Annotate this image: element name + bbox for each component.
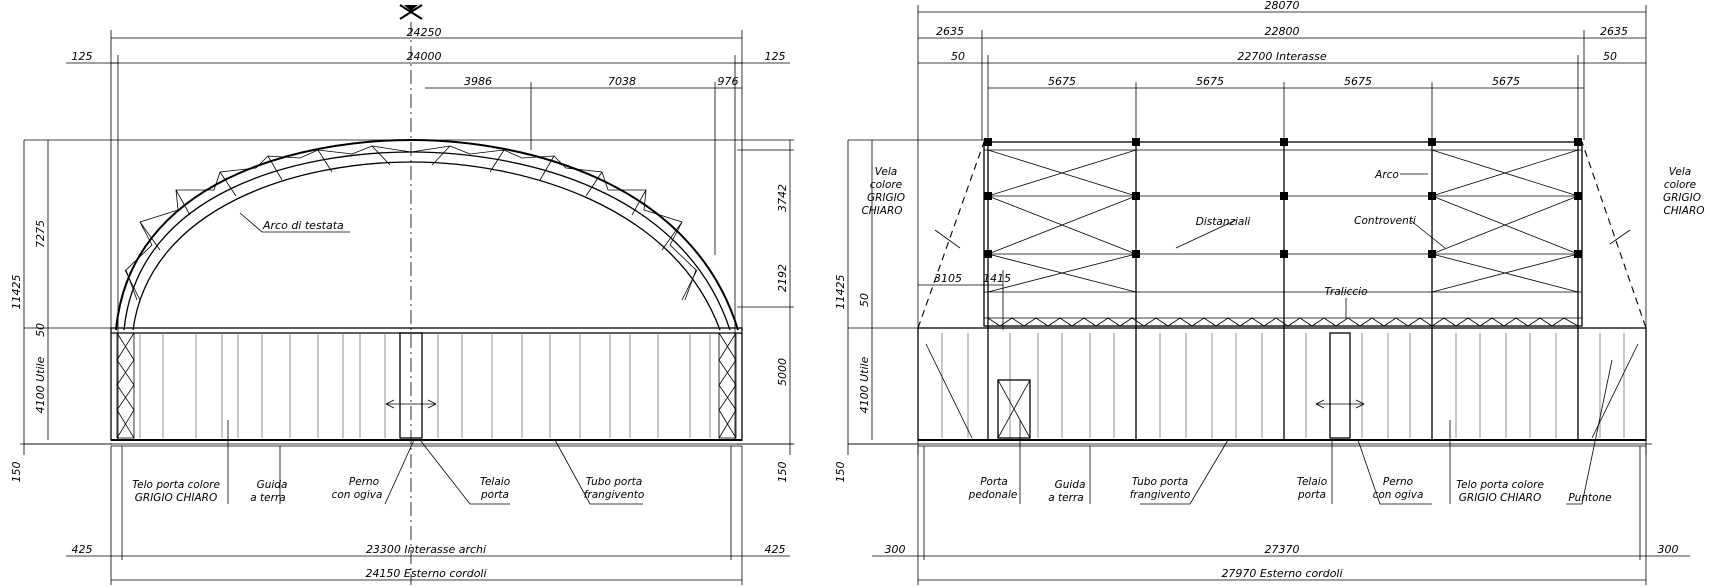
side-label-telaio-2: porta bbox=[1297, 489, 1326, 501]
front-label-guida-2: a terra bbox=[250, 492, 285, 504]
side-label-tubo-1: Tubo porta bbox=[1132, 476, 1188, 488]
side-dim-bottom-mid: 27370 bbox=[1265, 543, 1300, 556]
side-dim-off-a: 3105 bbox=[934, 272, 962, 285]
front-label-arch: Arco di testata bbox=[262, 219, 344, 232]
front-dim-height-arch: 7275 bbox=[34, 220, 47, 248]
side-label-telaio-1: Telaio bbox=[1297, 476, 1327, 488]
front-leader-lines bbox=[227, 212, 643, 505]
side-dim-bay-1: 5675 bbox=[1048, 75, 1076, 88]
side-frame bbox=[983, 138, 1583, 440]
front-panel-lines bbox=[139, 333, 711, 438]
side-door bbox=[1315, 332, 1365, 439]
side-dim-bay-4: 5675 bbox=[1492, 75, 1520, 88]
front-dim-seg-a: 3986 bbox=[464, 75, 492, 88]
front-label-telo-1: Telo porta colore bbox=[132, 479, 220, 491]
side-nodes bbox=[984, 138, 1582, 258]
side-dim-useful: 4100 Utile bbox=[858, 356, 871, 413]
side-label-vela-left-4: CHIARO bbox=[861, 205, 902, 217]
side-label-telo-1: Telo porta colore bbox=[1456, 479, 1544, 491]
side-label-arco: Arco bbox=[1374, 169, 1399, 181]
side-pedestrian-door bbox=[997, 379, 1031, 439]
side-dim-base: 150 bbox=[834, 462, 847, 483]
side-dim-bottom-total: 27970 Esterno cordoli bbox=[1221, 567, 1342, 580]
front-door bbox=[385, 332, 437, 439]
side-label-vela-left-3: GRIGIO bbox=[867, 192, 905, 204]
side-dim-height-total: 11425 bbox=[834, 275, 847, 310]
side-label-telo-2: GRIGIO CHIARO bbox=[1459, 492, 1541, 504]
side-dim-overall: 28070 bbox=[1265, 0, 1300, 12]
side-dim-bay-2: 5675 bbox=[1196, 75, 1224, 88]
front-label-telaio-1: Telaio bbox=[480, 476, 510, 488]
side-vela-outline bbox=[917, 141, 1647, 329]
front-wall-frame bbox=[110, 327, 743, 441]
front-label-guida-1: Guida bbox=[257, 479, 288, 491]
side-dim-mid: 22800 bbox=[1265, 25, 1300, 38]
side-label-vela-left-2: colore bbox=[870, 179, 902, 191]
side-label-puntone: Puntone bbox=[1568, 492, 1611, 504]
side-dim-bottom-right: 300 bbox=[1658, 543, 1679, 556]
front-dim-bottom-total: 24150 Esterno cordoli bbox=[365, 567, 486, 580]
front-dim-edge-right: 125 bbox=[765, 50, 786, 63]
side-dim-right-ext: 2635 bbox=[1600, 25, 1628, 38]
front-dim-inner: 24000 bbox=[407, 50, 442, 63]
front-dim-height-total: 11425 bbox=[10, 275, 23, 310]
front-dim-bottom-left: 425 bbox=[72, 543, 93, 556]
side-label-porta-2: pedonale bbox=[968, 489, 1018, 501]
side-label-guida-2: a terra bbox=[1048, 492, 1083, 504]
front-label-perno-1: Perno bbox=[349, 476, 379, 488]
side-label-guida-1: Guida bbox=[1055, 479, 1086, 491]
front-dim-seg-c: 976 bbox=[718, 75, 739, 88]
front-dim-ledge: 50 bbox=[34, 323, 47, 337]
front-dim-edge-left: 125 bbox=[72, 50, 93, 63]
front-dim-bottom-mid: 23300 Interasse archi bbox=[366, 543, 486, 556]
front-dim-bottom-right: 425 bbox=[765, 543, 786, 556]
side-label-vela-right-3: GRIGIO bbox=[1663, 192, 1701, 204]
side-dim-ledge: 50 bbox=[858, 293, 871, 307]
side-panel-lines bbox=[941, 333, 1625, 438]
side-wall-frame bbox=[917, 327, 1647, 441]
side-bracing bbox=[987, 149, 1579, 293]
side-label-tubo-2: frangivento bbox=[1130, 489, 1191, 501]
side-label-porta-1: Porta bbox=[980, 476, 1008, 488]
front-dim-overall: 24250 bbox=[407, 26, 442, 39]
side-dim-left-50: 50 bbox=[951, 50, 965, 63]
front-label-perno-2: con ogiva bbox=[332, 489, 383, 501]
front-dim-base-right: 150 bbox=[776, 462, 789, 483]
side-label-perno-1: Perno bbox=[1383, 476, 1413, 488]
section-marker-icon bbox=[399, 4, 423, 20]
front-label-telo-2: GRIGIO CHIARO bbox=[135, 492, 217, 504]
side-label-vela-right-4: CHIARO bbox=[1663, 205, 1704, 217]
side-label-vela-left-1: Vela bbox=[875, 166, 897, 178]
side-label-perno-2: con ogiva bbox=[1373, 489, 1424, 501]
front-dim-useful: 4100 Utile bbox=[34, 356, 47, 413]
side-leader-lines bbox=[934, 173, 1631, 505]
side-dim-bay-3: 5675 bbox=[1344, 75, 1372, 88]
side-label-controventi: Controventi bbox=[1354, 215, 1416, 227]
front-label-tubo-1: Tubo porta bbox=[586, 476, 642, 488]
side-dim-off-b: 1415 bbox=[983, 272, 1011, 285]
side-label-distanziali: Distanziali bbox=[1196, 216, 1250, 228]
side-elevation: 28070 2635 22800 2635 50 22700 Interasse… bbox=[834, 0, 1705, 585]
side-label-vela-right-2: colore bbox=[1664, 179, 1696, 191]
front-dim-right-a: 3742 bbox=[776, 184, 789, 212]
front-label-telaio-2: porta bbox=[480, 489, 509, 501]
front-elevation: 24250 24000 125 125 3986 7038 976 11425 … bbox=[10, 4, 794, 585]
side-truss-band bbox=[987, 317, 1579, 327]
front-dim-seg-b: 7038 bbox=[608, 75, 636, 88]
side-label-traliccio: Traliccio bbox=[1324, 286, 1367, 298]
front-label-tubo-2: frangivento bbox=[584, 489, 645, 501]
front-side-columns bbox=[116, 332, 737, 439]
front-dim-base-left: 150 bbox=[10, 462, 23, 483]
front-dim-right-b: 2192 bbox=[776, 264, 789, 292]
side-dim-left-ext: 2635 bbox=[936, 25, 964, 38]
side-dim-right-50: 50 bbox=[1603, 50, 1617, 63]
front-dim-right-c: 5000 bbox=[776, 358, 789, 386]
side-dim-bottom-left: 300 bbox=[885, 543, 906, 556]
side-dim-interasse: 22700 Interasse bbox=[1237, 50, 1327, 63]
side-label-vela-right-1: Vela bbox=[1669, 166, 1691, 178]
side-struts bbox=[925, 343, 1639, 439]
front-arch-truss bbox=[115, 138, 739, 331]
